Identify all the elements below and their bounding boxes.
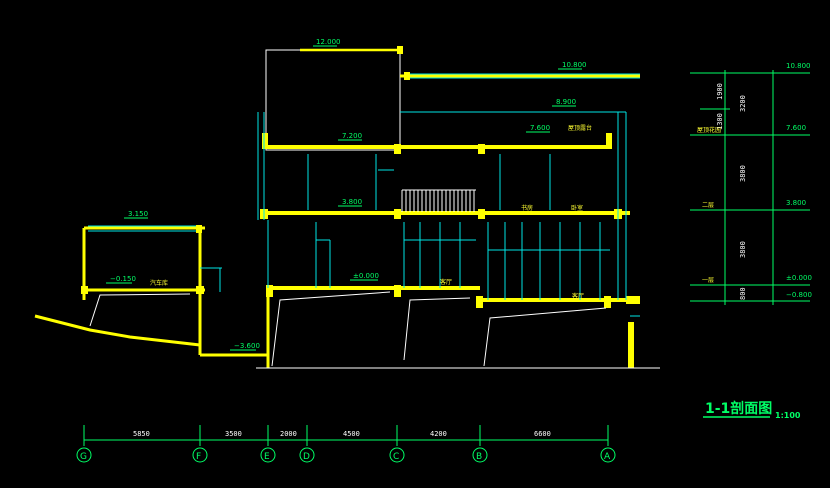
- dim-e-d: 2000: [280, 430, 297, 438]
- dim-b-a: 6600: [534, 430, 551, 438]
- rp-dim-inner-1: 1900: [716, 83, 724, 100]
- rp-floor-1: 一层: [702, 277, 714, 284]
- pergola: [88, 73, 640, 232]
- rp-dim-inner-2: 1300: [716, 113, 724, 130]
- rp-level-2: 7.600: [786, 124, 806, 132]
- axis-g: G: [80, 452, 87, 462]
- elevation-marks: 12.000 10.800 8.900 7.200 7.600 3.800 3.…: [106, 38, 587, 351]
- elev-3800: 3.800: [342, 198, 362, 206]
- rp-dim-outer-3: 3800: [739, 241, 747, 258]
- elev-m3600: −3.600: [234, 342, 260, 350]
- right-dimension-panel: 10.800 7.600 3.800 ±0.000 −0.800 3200 38…: [690, 62, 812, 305]
- dim-g-f: 5850: [133, 430, 150, 438]
- dim-d-c: 4500: [343, 430, 360, 438]
- room-hall: 客厅: [572, 292, 584, 300]
- elev-7200: 7.200: [342, 132, 362, 140]
- foundations: [89, 291, 607, 367]
- glazing: [200, 111, 660, 369]
- axis-f: F: [196, 452, 201, 462]
- axis-e: E: [264, 452, 270, 462]
- rp-dim-outer-2: 3800: [739, 165, 747, 182]
- room-study: 书房: [521, 204, 533, 212]
- elev-12000: 12.000: [316, 38, 341, 46]
- drawing-title: 1-1剖面图: [705, 400, 772, 417]
- rp-floor-roof: 屋顶花园: [697, 126, 721, 134]
- axis-d: D: [303, 452, 310, 462]
- room-bedroom: 卧室: [571, 204, 583, 212]
- room-roof-terrace: 屋顶露台: [568, 124, 592, 132]
- structure: [34, 46, 640, 368]
- axis-a: A: [604, 452, 611, 462]
- rp-dim-outer-1: 3200: [739, 95, 747, 112]
- elev-m0150: −0.150: [110, 275, 136, 283]
- axis-b: B: [476, 452, 482, 462]
- elev-10800: 10.800: [562, 61, 587, 69]
- elev-8900: 8.900: [556, 98, 576, 106]
- dim-c-b: 4200: [430, 430, 447, 438]
- axis-c: C: [393, 452, 399, 462]
- room-labels: 屋顶露台 书房 卧室 客厅 汽车库 客厅: [150, 124, 592, 300]
- bottom-dimensions: 5850 3500 2000 4500 4200 6600 G F E D C …: [76, 425, 616, 463]
- rp-level-3: 3.800: [786, 199, 806, 207]
- room-garage: 汽车库: [150, 279, 168, 287]
- stair-rail: [401, 189, 476, 212]
- rp-level-4: ±0.000: [786, 274, 812, 282]
- penthouse-outline: [265, 49, 401, 151]
- dim-f-e: 3500: [225, 430, 242, 438]
- rp-level-1: 10.800: [786, 62, 811, 70]
- drawing-scale: 1:100: [775, 411, 801, 420]
- rp-floor-2: 二层: [702, 202, 714, 209]
- elev-0000: ±0.000: [353, 272, 379, 280]
- rp-level-5: −0.800: [786, 291, 812, 299]
- elev-3150: 3.150: [128, 210, 148, 218]
- room-living: 客厅: [440, 278, 452, 286]
- elev-7600: 7.600: [530, 124, 550, 132]
- rp-dim-outer-4: 800: [739, 287, 747, 300]
